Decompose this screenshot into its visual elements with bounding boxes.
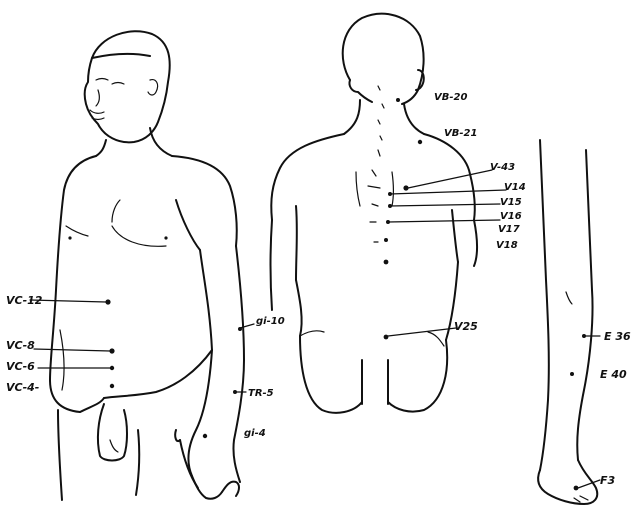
label-gi4: gi-4 [244,428,266,439]
point-f3 [574,486,579,491]
point-vc12 [105,299,110,304]
point-v14 [388,192,392,196]
leg-figure [538,140,597,504]
point-v16 [386,220,390,224]
label-vc12: VC-12 [6,294,43,307]
front-head [85,31,170,142]
label-e36: E 36 [604,330,631,343]
front-torso [50,156,96,412]
point-tr5 [233,390,237,394]
point-gi4 [203,434,207,438]
front-arm [233,246,244,482]
front-figure [50,31,244,500]
label-vc6: VC-6 [6,360,35,373]
point-vb20 [396,98,400,102]
label-e40: E 40 [600,368,627,381]
label-v25: V25 [454,320,478,333]
point-v43 [403,185,408,190]
label-vc4: VC-4- [6,381,39,394]
point-vb21 [418,140,422,144]
leg-outline-front [540,140,549,470]
label-v43: V-43 [490,162,515,173]
label-vb21: VB-21 [444,128,477,139]
point-vc6 [110,366,114,370]
back-figure [271,14,478,413]
label-v17: V17 [498,224,520,235]
point-gi10 [238,327,242,331]
leg-points: E 36 E 40 F3 [570,330,631,490]
leg-outline-back [577,150,592,460]
label-tr5: TR-5 [248,388,274,399]
point-vc4 [110,384,114,388]
label-v16: V16 [500,211,522,222]
point-vc8 [109,348,114,353]
label-v15: V15 [500,197,522,208]
label-gi10: gi-10 [256,316,285,327]
label-vc8: VC-8 [6,339,35,352]
point-e40 [570,372,574,376]
label-v14: V14 [504,182,526,193]
point-v25 [384,335,389,340]
point-v18 [384,260,389,265]
label-f3: F3 [600,474,616,487]
point-v17 [384,238,388,242]
point-v15 [388,204,392,208]
label-v18: V18 [496,240,518,251]
label-vb20: VB-20 [434,92,467,103]
point-e36 [582,334,586,338]
